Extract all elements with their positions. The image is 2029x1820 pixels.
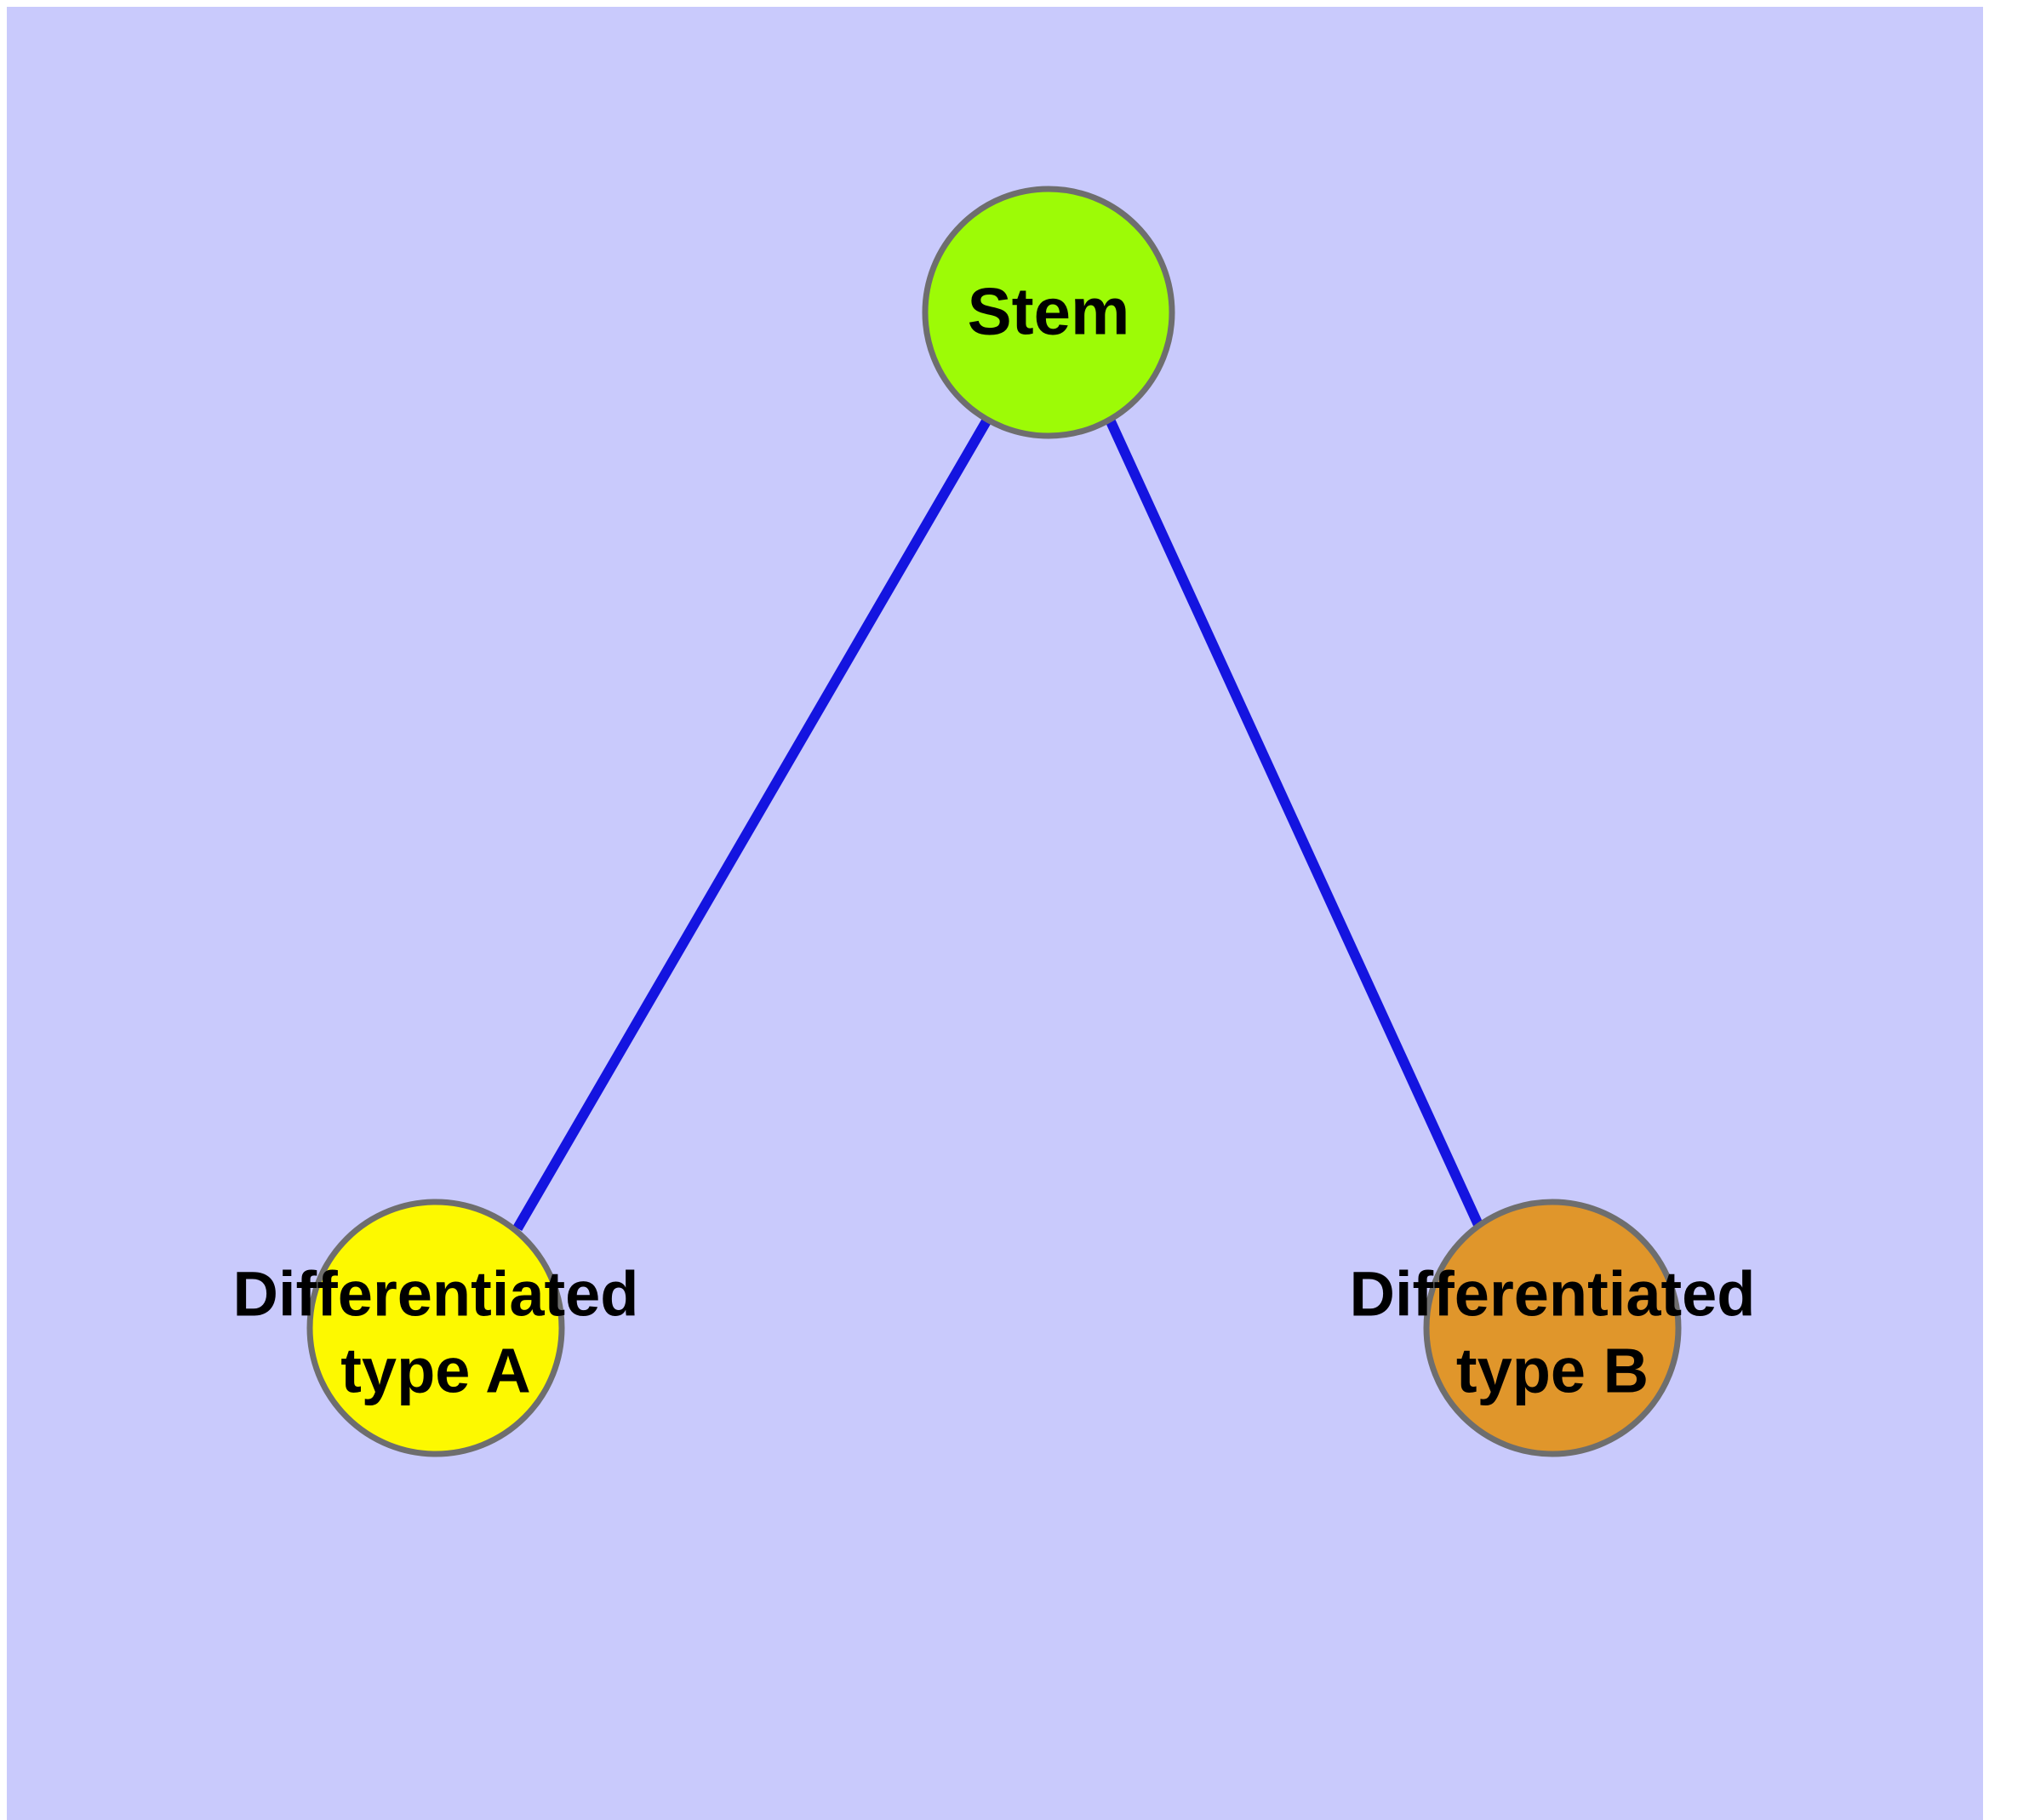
edge-stem-to-diff-a xyxy=(512,416,992,1232)
node-differentiated-type-a-label-line1: Differentiated xyxy=(233,1259,639,1330)
node-differentiated-type-a-label-line2: type A xyxy=(340,1336,530,1406)
node-stem-circle[interactable] xyxy=(922,186,1175,439)
edge-group xyxy=(512,416,1484,1232)
node-differentiated-type-b-label-line1: Differentiated xyxy=(1350,1259,1756,1330)
node-stem[interactable]: Stem xyxy=(922,186,1175,439)
node-differentiated-type-a[interactable]: Differentiated type A xyxy=(233,1199,639,1457)
node-differentiated-type-b-circle[interactable] xyxy=(1423,1199,1682,1457)
edge-stem-to-diff-b xyxy=(1105,417,1484,1229)
node-differentiated-type-b-label-line2: type B xyxy=(1456,1336,1649,1406)
node-differentiated-type-b[interactable]: Differentiated type B xyxy=(1350,1199,1756,1457)
node-differentiated-type-a-circle[interactable] xyxy=(306,1199,565,1457)
node-group: Stem Differentiated type A Differentiate… xyxy=(233,186,1756,1457)
node-stem-label: Stem xyxy=(968,274,1130,349)
